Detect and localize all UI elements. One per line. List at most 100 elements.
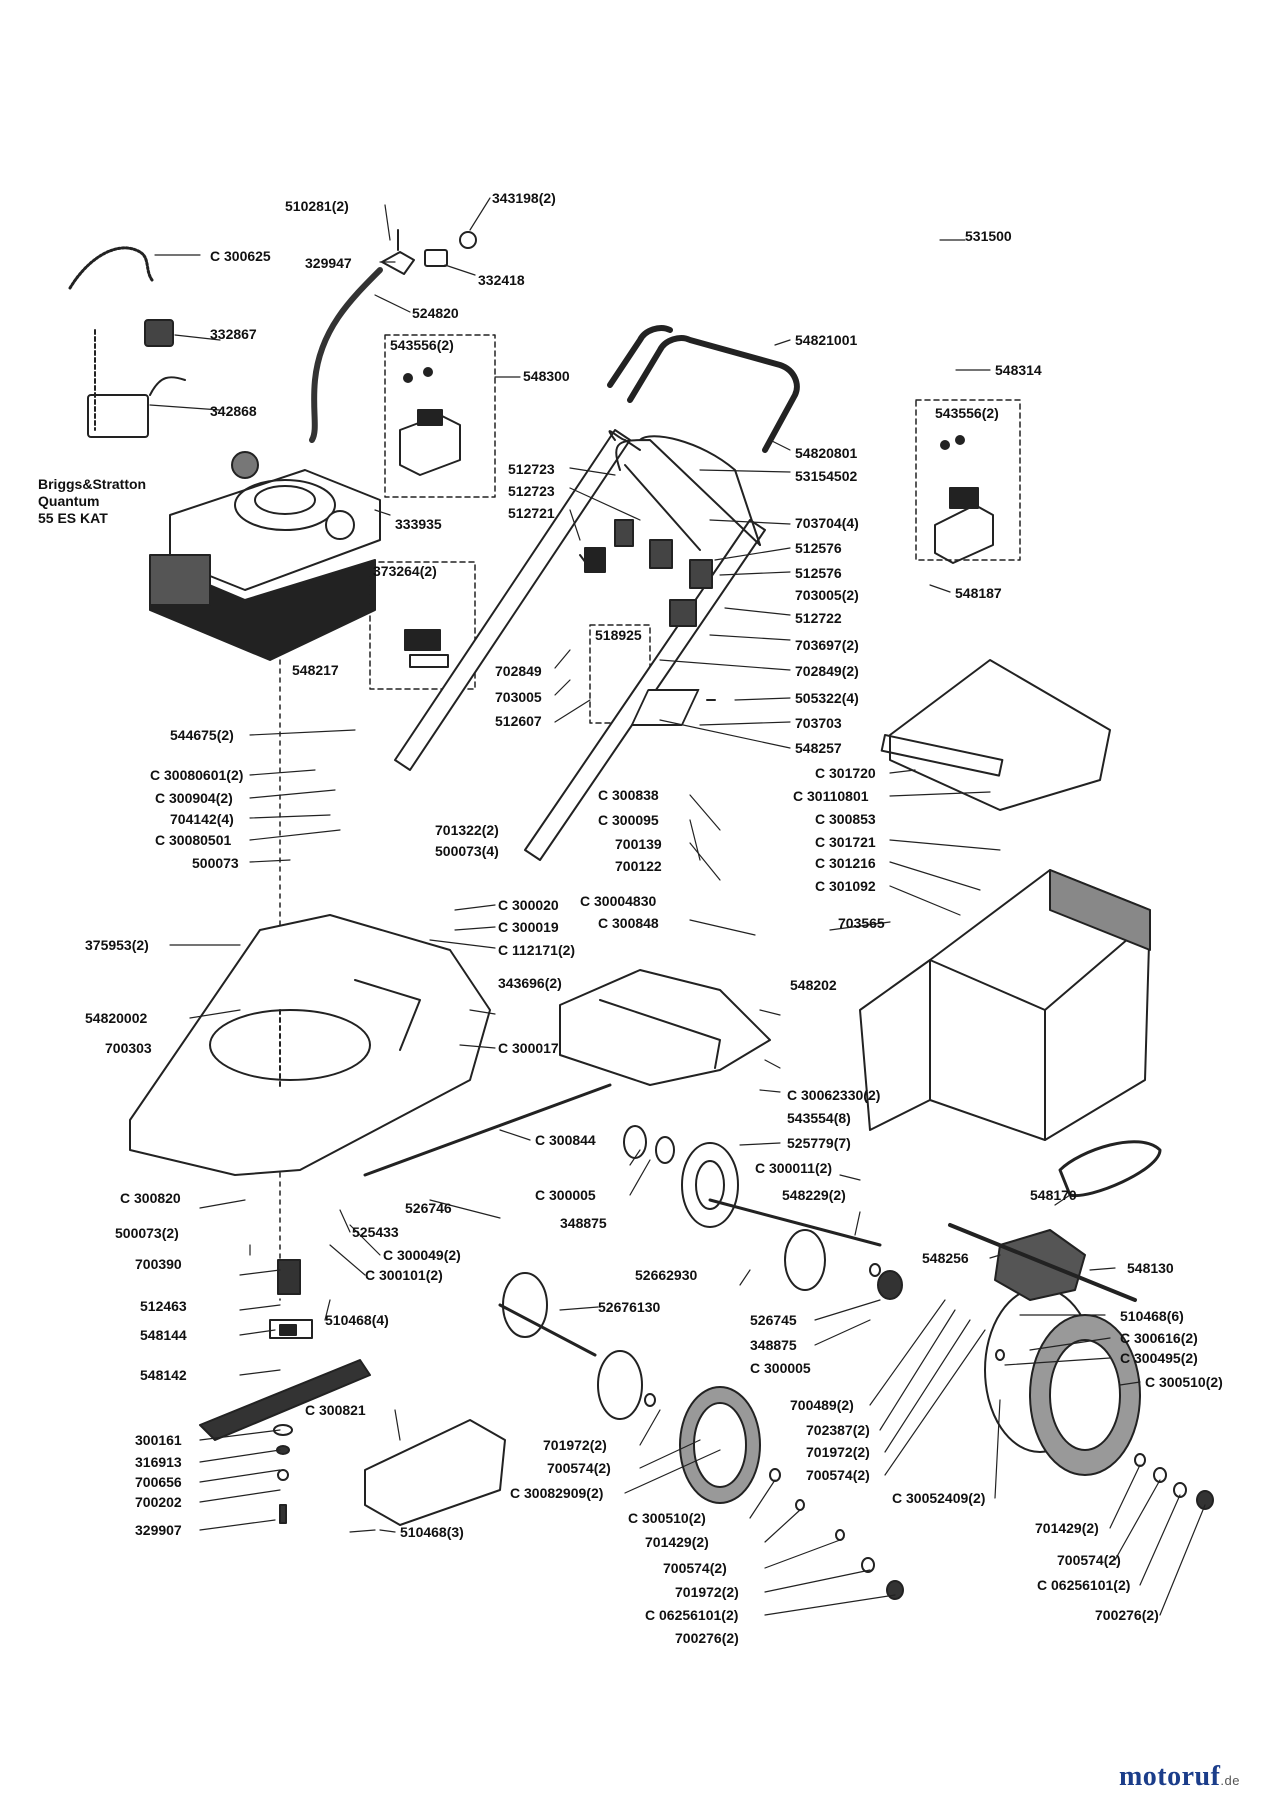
part-label: 704142(4): [170, 811, 234, 827]
part-label: C 06256101(2): [1037, 1577, 1131, 1593]
part-label: 700276(2): [1095, 1607, 1159, 1623]
throttle-cable-drawing: [309, 267, 383, 443]
part-label: C 30062330(2): [787, 1087, 881, 1103]
part-label: 701429(2): [1035, 1520, 1099, 1536]
part-label: 700574(2): [1057, 1552, 1121, 1568]
part-label: 548187: [955, 585, 1002, 601]
part-label: 701322(2): [435, 822, 499, 838]
part-label: C 30004830: [580, 893, 657, 909]
cable-drawing: [68, 246, 154, 290]
part-label: C 300020: [498, 897, 559, 913]
part-label: 700303: [105, 1040, 152, 1056]
part-label: C 300011(2): [755, 1160, 833, 1176]
part-label: 500073: [192, 855, 239, 871]
engine-label: Briggs&Stratton Quantum 55 ES KAT: [38, 476, 146, 527]
part-label: 54820801: [795, 445, 858, 461]
part-label: C 30080501: [155, 832, 232, 848]
part-label: 348875: [560, 1215, 607, 1231]
part-label: C 300005: [535, 1187, 596, 1203]
part-label: 700202: [135, 1494, 182, 1510]
part-label: C 300820: [120, 1190, 181, 1206]
part-label: C 300049(2): [383, 1247, 461, 1263]
part-label: 329907: [135, 1522, 182, 1538]
part-label: C 30052409(2): [892, 1490, 986, 1506]
part-label: C 300495(2): [1120, 1350, 1198, 1366]
part-label: 510468(4): [325, 1312, 389, 1328]
part-label: 548130: [1127, 1260, 1174, 1276]
watermark-logo: motoruf.de: [1119, 1761, 1240, 1793]
part-label: 548142: [140, 1367, 187, 1383]
part-label: 54820002: [85, 1010, 148, 1026]
part-label: 300161: [135, 1432, 182, 1448]
front-wheel-drawing: [679, 1386, 761, 1504]
part-label: C 300095: [598, 812, 659, 828]
part-label: 703005(2): [795, 587, 859, 603]
part-label: C 300821: [305, 1402, 366, 1418]
part-label: 525779(7): [787, 1135, 851, 1151]
part-label: 524820: [412, 305, 459, 321]
watermark-suffix: .de: [1220, 1773, 1240, 1788]
part-label: 700574(2): [663, 1560, 727, 1576]
part-label: 512463: [140, 1298, 187, 1314]
part-label: 700139: [615, 836, 662, 852]
part-label: 548202: [790, 977, 837, 993]
part-label: 700122: [615, 858, 662, 874]
part-label: 343696(2): [498, 975, 562, 991]
part-label: 500073(4): [435, 843, 499, 859]
part-label: C 06256101(2): [645, 1607, 739, 1623]
part-label: 548170: [1030, 1187, 1077, 1203]
part-label: 510281(2): [285, 198, 349, 214]
part-label: 700656: [135, 1474, 182, 1490]
upper-handle-drawing: [608, 430, 641, 451]
part-label: 512723: [508, 483, 555, 499]
part-label: 703704(4): [795, 515, 859, 531]
part-label: C 300017: [498, 1040, 559, 1056]
part-label: 548257: [795, 740, 842, 756]
grassbox-cover-drawing: [889, 659, 1111, 811]
part-label: 544675(2): [170, 727, 234, 743]
part-label: C 30110801: [793, 788, 869, 804]
part-label: 702387(2): [806, 1422, 870, 1438]
part-label: 548314: [995, 362, 1042, 378]
part-label: 53154502: [795, 468, 858, 484]
part-label: 701972(2): [806, 1444, 870, 1460]
part-label: C 300838: [598, 787, 659, 803]
part-label: 700574(2): [806, 1467, 870, 1483]
part-label: 543556(2): [390, 337, 454, 353]
part-label: C 300853: [815, 811, 876, 827]
part-label: 375953(2): [85, 937, 149, 953]
part-label: 700574(2): [547, 1460, 611, 1476]
part-label: 701429(2): [645, 1534, 709, 1550]
engine-drawing: [149, 451, 381, 661]
part-label: C 301720: [815, 765, 876, 781]
part-label: 702849(2): [795, 663, 859, 679]
part-label: 512722: [795, 610, 842, 626]
part-label: 701972(2): [675, 1584, 739, 1600]
part-label: C 301216: [815, 855, 876, 871]
part-label: 332418: [478, 272, 525, 288]
part-label: 52676130: [598, 1299, 661, 1315]
part-label: 316913: [135, 1454, 182, 1470]
part-label: C 30080601(2): [150, 767, 244, 783]
part-label: 342868: [210, 403, 257, 419]
part-label: 548229(2): [782, 1187, 846, 1203]
part-label: 348875: [750, 1337, 797, 1353]
engine-label-line-3: 55 ES KAT: [38, 510, 108, 526]
part-label: 333935: [395, 516, 442, 532]
part-label: C 112171(2): [498, 942, 576, 958]
part-label: 525433: [352, 1224, 399, 1240]
watermark-text: motoruf: [1118, 1761, 1221, 1792]
part-label: C 300625: [210, 248, 271, 264]
part-label: 512607: [495, 713, 542, 729]
part-label: 373264(2): [373, 563, 437, 579]
blade-drawing: [199, 1359, 371, 1441]
part-label: 518925: [595, 627, 642, 643]
part-label: 510468(3): [400, 1524, 464, 1540]
part-label: 512576: [795, 565, 842, 581]
part-label: 701972(2): [543, 1437, 607, 1453]
part-label: 531500: [965, 228, 1012, 244]
part-label: C 300510(2): [1145, 1374, 1223, 1390]
part-label: C 30082909(2): [510, 1485, 604, 1501]
part-label: C 300616(2): [1120, 1330, 1198, 1346]
part-label: 343198(2): [492, 190, 556, 206]
